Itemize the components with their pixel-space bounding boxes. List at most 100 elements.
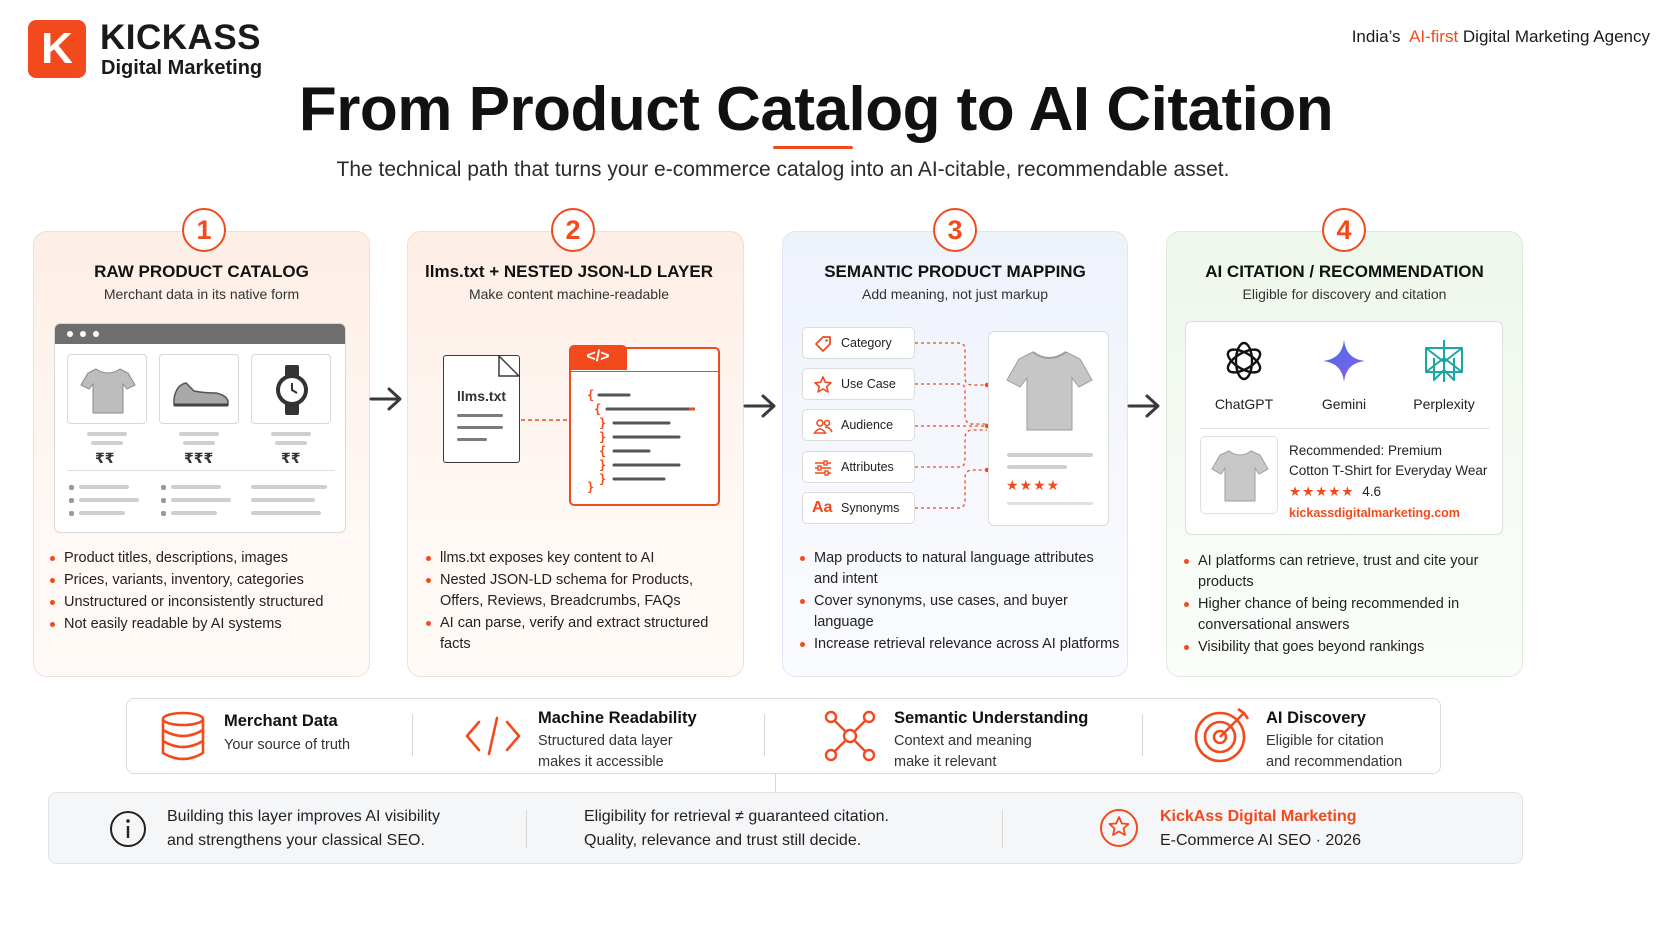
- map-item-synonyms: Aa Synonyms: [802, 492, 915, 524]
- footer-note-2-line1: Eligibility for retrieval ≠ guaranteed c…: [584, 808, 889, 825]
- page-subtitle: The technical path that turns your e-com…: [336, 158, 1230, 181]
- recommended-product-thumb: [1200, 436, 1278, 514]
- svg-text:}: }: [599, 472, 606, 486]
- svg-text:{: {: [594, 402, 601, 416]
- pillar-desc: make it relevant: [894, 754, 997, 770]
- svg-text:}: }: [599, 416, 606, 430]
- browser-titlebar: [55, 324, 345, 344]
- rating-stars: ★★★★★: [1289, 484, 1355, 499]
- logo-mark: K: [28, 20, 86, 78]
- tagline-pre: India’s: [1351, 27, 1401, 46]
- pillar-desc: Your source of truth: [224, 737, 351, 753]
- map-item-label: Category: [841, 336, 892, 350]
- target-icon: [1194, 707, 1250, 763]
- catalog-browser-mock: ₹₹ ₹₹₹ ₹₹: [54, 323, 346, 533]
- recommendation-rating: ★★★★★ 4.6: [1289, 484, 1381, 500]
- json-ld-code-window: {{} }{} }}: [569, 347, 720, 506]
- step-badge-3: 3: [933, 208, 977, 252]
- svg-text:}: }: [599, 458, 606, 472]
- pillar-desc: Eligible for citation: [1266, 733, 1384, 749]
- list-item: Unstructured or inconsistently structure…: [50, 592, 360, 613]
- pillar-desc: Context and meaning: [894, 733, 1032, 749]
- step-subtitle-2: Make content machine-readable: [468, 286, 669, 302]
- tagline-post: Digital Marketing Agency: [1462, 27, 1650, 46]
- connector-line: [775, 774, 776, 792]
- map-item-audience: Audience: [802, 409, 915, 441]
- users-icon: [813, 419, 833, 434]
- code-icon: [465, 716, 521, 756]
- list-item: Nested JSON-LD schema for Products, Offe…: [426, 570, 731, 612]
- step-badge-4: 4: [1322, 208, 1366, 252]
- mapping-connectors: [915, 342, 990, 509]
- shoe-icon: [173, 382, 229, 407]
- list-item: Not easily readable by AI systems: [50, 614, 360, 635]
- citation-url: kickassdigitalmarketing.com: [1289, 506, 1460, 520]
- tshirt-icon: [1006, 351, 1093, 431]
- step-subtitle-1: Merchant data in its native form: [103, 286, 300, 302]
- price-label: ₹₹₹: [184, 450, 214, 466]
- footer-note-1-line2: and strengthens your classical SEO.: [167, 832, 425, 849]
- pillar-desc: makes it accessible: [538, 754, 664, 770]
- footer-brand: KickAss Digital Marketing: [1160, 808, 1357, 825]
- step-title-4: AI CITATION / RECOMMENDATION: [1205, 262, 1484, 281]
- step-title-3: SEMANTIC PRODUCT MAPPING: [824, 262, 1086, 281]
- step-2-bullets: llms.txt exposes key content to AI Neste…: [426, 548, 731, 656]
- llms-file-icon: llms.txt: [443, 355, 520, 463]
- svg-text:{: {: [599, 444, 606, 458]
- tshirt-icon: [1211, 450, 1269, 502]
- sliders-icon: [815, 460, 831, 476]
- recommendation-line2: Cotton T-Shirt for Everyday Wear: [1289, 463, 1488, 478]
- step-subtitle-4: Eligible for discovery and citation: [1242, 286, 1447, 302]
- product-tile-watch: [251, 354, 331, 424]
- arrow-right-icon: [743, 393, 777, 427]
- footer-brand-sub: E-Commerce AI SEO · 2026: [1160, 832, 1361, 849]
- text-aa-icon: Aa: [812, 499, 833, 516]
- pillar-title: Machine Readability: [538, 709, 697, 727]
- list-item: Cover synonyms, use cases, and buyer lan…: [800, 591, 1120, 633]
- rating-stars: ★★★★: [1006, 477, 1061, 493]
- logo-tagline: Digital Marketing: [101, 57, 263, 79]
- list-item: Product titles, descriptions, images: [50, 548, 360, 569]
- pillar-title: Merchant Data: [224, 712, 338, 730]
- footer-bar: [48, 792, 1523, 864]
- connector-dashed: [521, 419, 569, 421]
- page-title: From Product Catalog to AI Citation: [298, 75, 1334, 144]
- chatgpt-icon: [1226, 341, 1262, 381]
- arrow-right-icon: [1127, 393, 1161, 427]
- map-item-label: Use Case: [841, 377, 896, 391]
- logo-name: KICKASS: [100, 18, 262, 57]
- step-3-bullets: Map products to natural language attribu…: [800, 548, 1120, 656]
- recommendation-line1: Recommended: Premium: [1289, 443, 1443, 458]
- svg-text:}: }: [587, 480, 594, 494]
- code-lines-icon: {{} }{} }}: [587, 388, 695, 494]
- platform-label: Gemini: [1321, 396, 1367, 412]
- step-title-2: llms.txt + NESTED JSON-LD LAYER: [425, 262, 713, 281]
- code-tab-icon: </>: [569, 345, 627, 370]
- star-outline-icon: [814, 376, 832, 393]
- network-icon: [824, 710, 876, 762]
- pillar-desc: Structured data layer: [538, 733, 673, 749]
- arrow-right-icon: [369, 386, 403, 420]
- title-underline: [773, 146, 853, 149]
- map-item-label: Attributes: [841, 460, 894, 474]
- product-tile-tshirt: [67, 354, 147, 424]
- info-icon: [110, 811, 146, 847]
- tagline-accent: AI-first: [1409, 27, 1459, 46]
- mapped-product-card: ★★★★: [988, 331, 1109, 526]
- list-item: AI platforms can retrieve, trust and cit…: [1184, 551, 1514, 593]
- ai-citation-panel: ChatGPT Gemini Perplexity Recommended: P…: [1185, 321, 1503, 535]
- list-item: Increase retrieval relevance across AI p…: [800, 634, 1120, 655]
- step-subtitle-3: Add meaning, not just markup: [862, 286, 1048, 302]
- watch-icon: [276, 365, 308, 415]
- product-tile-shoe: [159, 354, 239, 424]
- step-1-bullets: Product titles, descriptions, images Pri…: [50, 548, 360, 636]
- perplexity-icon: [1425, 340, 1463, 382]
- svg-text:{: {: [587, 388, 594, 402]
- tshirt-icon: [80, 368, 136, 414]
- step-badge-1: 1: [182, 208, 226, 252]
- rating-value: 4.6: [1362, 484, 1382, 499]
- footer-note-1-line1: Building this layer improves AI visibili…: [167, 808, 440, 825]
- list-item: Prices, variants, inventory, categories: [50, 570, 360, 591]
- map-item-use-case: Use Case: [802, 368, 915, 400]
- footer-note-2-line2: Quality, relevance and trust still decid…: [584, 832, 862, 849]
